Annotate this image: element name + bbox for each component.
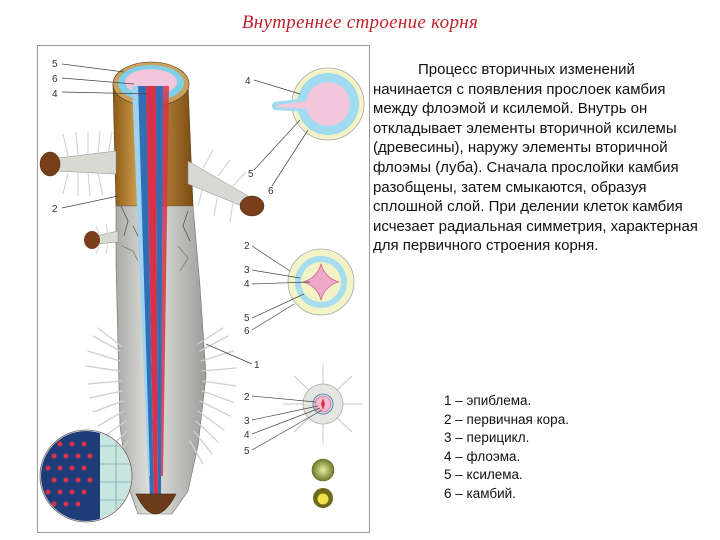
legend-item: 1 – эпиблема. [444, 393, 532, 408]
cell-detail-magnified [39, 429, 133, 523]
leader-lines [61, 63, 323, 451]
label-c2-5: 5 [244, 313, 250, 324]
legend-item: 3 – перицикл. [444, 430, 530, 445]
label-c1-4: 4 [245, 76, 251, 87]
legend-item: 6 – камбий. [444, 485, 516, 501]
cross-section-secondary [272, 67, 365, 141]
legend-list: 1 – эпиблема. 2 – первичная кора. 3 – пе… [444, 392, 569, 503]
label-c3-1: 1 [254, 360, 260, 371]
label-c3-2: 2 [244, 392, 250, 403]
legend-item: 4 – флоэма. [444, 448, 521, 464]
slide-title: Внутреннее строение корня [241, 12, 479, 33]
lateral-root-left [39, 130, 117, 197]
root-hairs [85, 327, 237, 465]
description-paragraph: Процесс вторичных изменений начинается с… [373, 61, 698, 255]
label-c2-6: 6 [244, 326, 250, 337]
cross-section-primary [283, 364, 363, 444]
root-cap [135, 493, 177, 515]
label-c2-4: 4 [244, 279, 250, 290]
label-c3-5: 5 [244, 446, 250, 457]
label-c3-3: 3 [244, 416, 250, 427]
lateral-root-right [187, 149, 265, 223]
legend-item: 2 – первичная кора. [444, 411, 569, 427]
label-c2-2: 2 [244, 241, 250, 252]
label-main-5: 5 [52, 59, 58, 70]
label-c3-4: 4 [244, 430, 250, 441]
label-main-2: 2 [52, 204, 58, 215]
label-main-6: 6 [52, 74, 58, 85]
label-c1-5: 5 [248, 169, 254, 180]
lateral-root-small [84, 223, 119, 255]
label-c2-3: 3 [244, 265, 250, 276]
root-structure-diagram: 5 6 4 2 4 5 6 2 3 4 5 6 1 2 3 4 5 [37, 45, 370, 533]
cross-section-apex-1 [311, 458, 335, 482]
cross-section-transition [287, 248, 355, 316]
root-diagram-svg: 5 6 4 2 4 5 6 2 3 4 5 6 1 2 3 4 5 [39, 59, 365, 523]
label-main-4: 4 [52, 89, 58, 100]
label-c1-6: 6 [268, 186, 274, 197]
cross-section-apex-2-core [317, 493, 329, 505]
vascular-cylinder [132, 86, 169, 501]
legend-item: 5 – ксилема. [444, 467, 523, 482]
